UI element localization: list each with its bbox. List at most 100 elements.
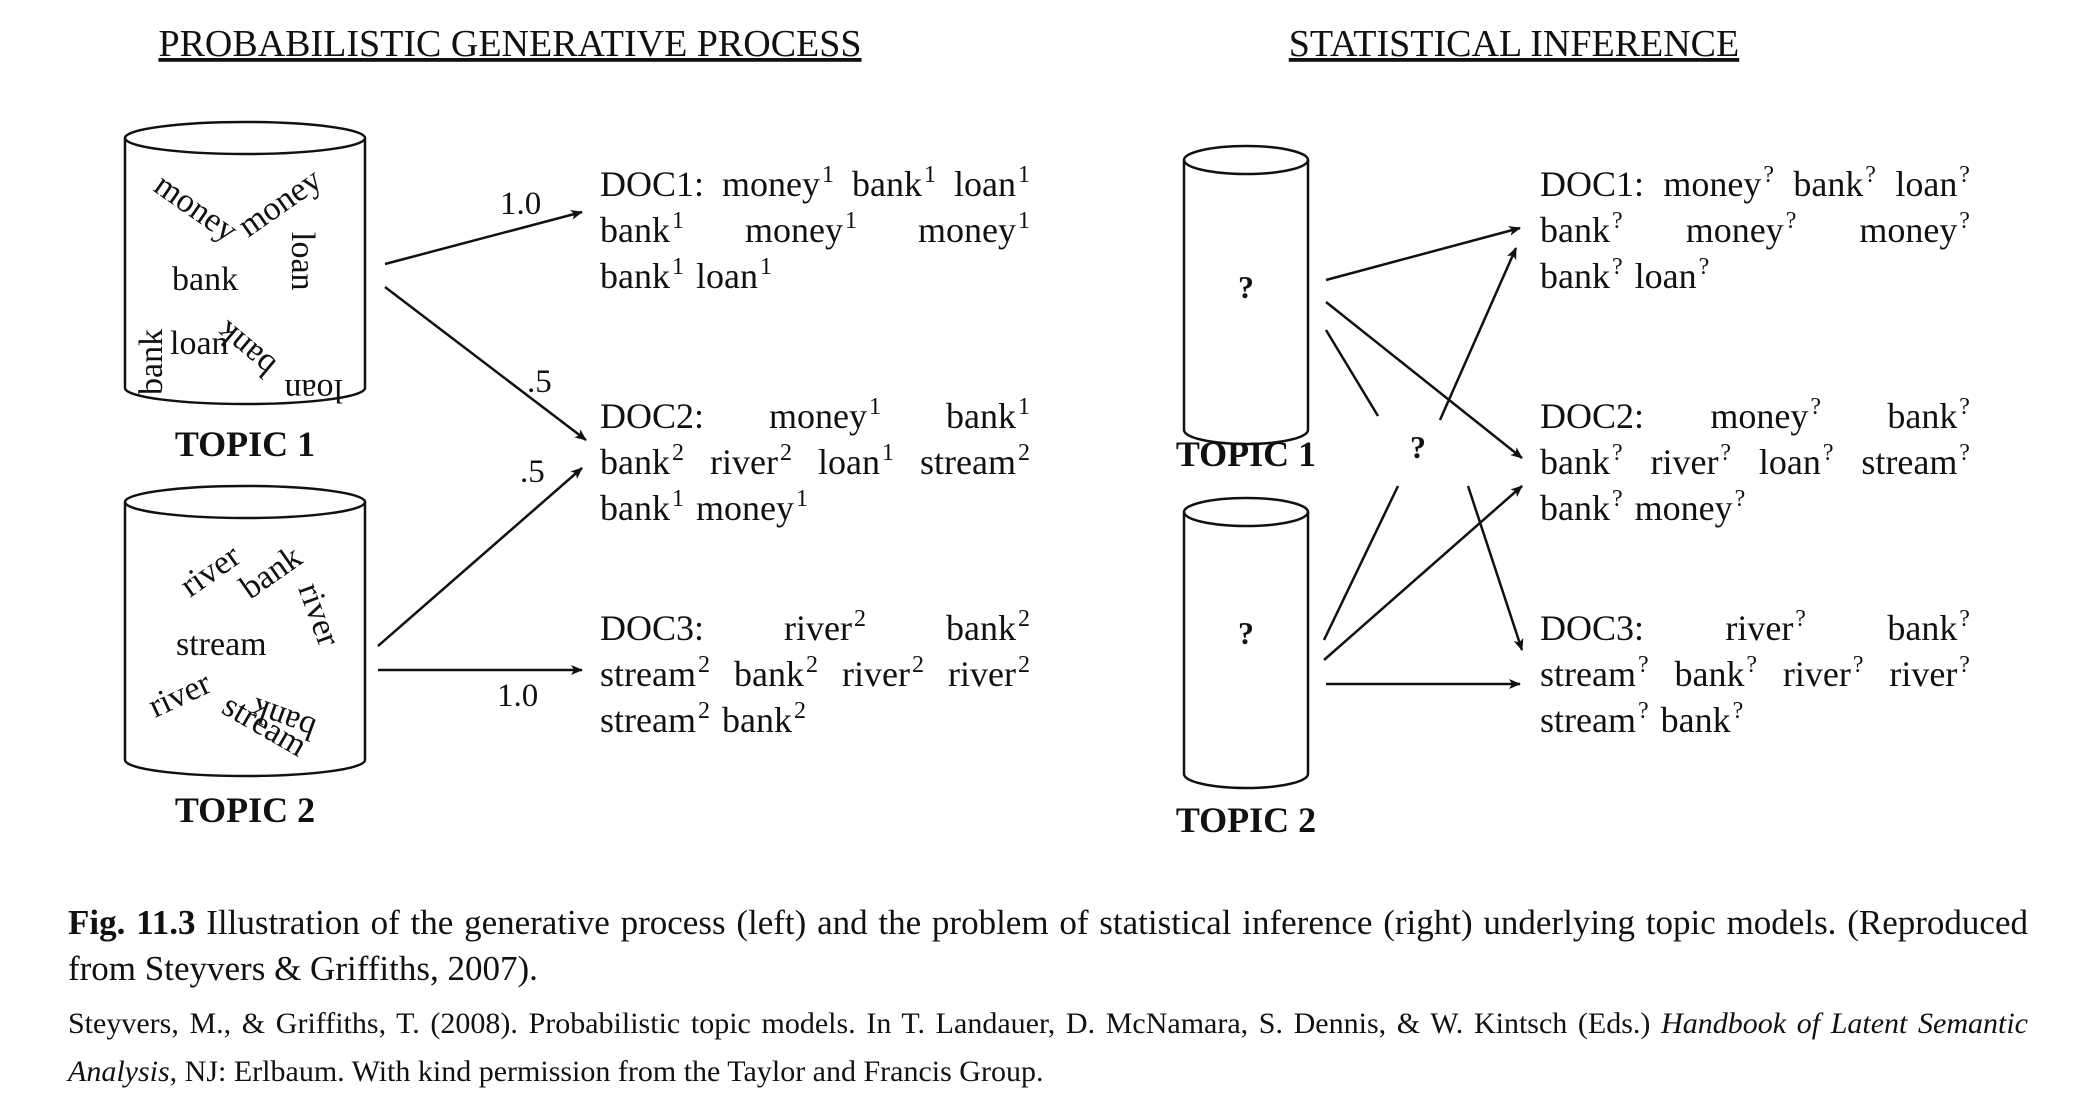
doc-token: bank <box>1661 700 1731 740</box>
topic-assignment: 2 <box>780 440 792 466</box>
doc-token: bank <box>1540 442 1610 482</box>
arrow-t2-mix-line <box>1322 485 1400 641</box>
doc-token: river <box>1651 442 1719 482</box>
topic-assignment: 2 <box>1018 440 1030 466</box>
topic-assignment: 2 <box>1018 606 1030 632</box>
topic-assignment: 1 <box>845 208 857 234</box>
doc-token: loan <box>1759 442 1821 482</box>
weight-topic1-doc1: 1.0 <box>500 186 541 222</box>
caption-text: Illustration of the generative process (… <box>68 903 2028 988</box>
topic2-label: TOPIC 2 <box>175 790 315 830</box>
unknown-assignment: ? <box>1612 208 1623 234</box>
credit-book-title: Handbook of Latent Semantic Analysis <box>68 1007 2028 1088</box>
arrow-t1-mix-line <box>1324 329 1380 417</box>
weight-topic2-doc3: 1.0 <box>497 678 538 714</box>
unknown-assignment: ? <box>1720 440 1731 466</box>
doc-token: bank <box>600 210 670 250</box>
topic2-word: river <box>173 537 247 605</box>
topic-assignment: 1 <box>672 486 684 512</box>
unknown-assignment: ? <box>1746 652 1757 678</box>
doc-token: stream <box>600 700 696 740</box>
unknown-assignment: ? <box>1612 440 1623 466</box>
topic2-unknown-cylinder <box>1182 496 1310 790</box>
unknown-assignment: ? <box>1959 440 1970 466</box>
unknown-assignment: ? <box>1786 208 1797 234</box>
doc-token: loan <box>1895 164 1957 204</box>
doc-token: bank <box>1675 654 1745 694</box>
arrow-t1-doc2 <box>1325 301 1523 459</box>
unknown-assignment: ? <box>1699 254 1710 280</box>
inference-topic1-label: TOPIC 1 <box>1176 434 1316 474</box>
unknown-assignment: ? <box>1733 698 1744 724</box>
topic-assignment: 2 <box>806 652 818 678</box>
topic-assignment: 1 <box>882 440 894 466</box>
doc-token: bank <box>1793 164 1863 204</box>
doc-token: money <box>1635 488 1733 528</box>
unknown-assignment: ? <box>1959 162 1970 188</box>
unknown-assignment: ? <box>1612 254 1623 280</box>
topic1-word: loan <box>170 325 229 362</box>
unknown-assignment: ? <box>1823 440 1834 466</box>
doc-token: river <box>1889 654 1957 694</box>
topic1-word: loan <box>284 232 321 291</box>
doc-token: river <box>842 654 910 694</box>
unknown-assignment: ? <box>1959 606 1970 632</box>
doc-id: DOC1: <box>1540 164 1644 204</box>
doc-token: stream <box>920 442 1016 482</box>
topic-assignment: 2 <box>698 652 710 678</box>
topic-assignment: 1 <box>1018 162 1030 188</box>
topic-assignment: 1 <box>1018 394 1030 420</box>
doc-token: money <box>1859 210 1957 250</box>
topic1-label: TOPIC 1 <box>175 424 315 464</box>
doc-token: money <box>1710 396 1808 436</box>
doc-token: bank <box>600 488 670 528</box>
topic-assignment: 1 <box>924 162 936 188</box>
topic-assignment: 1 <box>672 254 684 280</box>
arrow-mix-doc3 <box>1466 485 1524 651</box>
topic-assignment: 1 <box>869 394 881 420</box>
doc-token: river <box>948 654 1016 694</box>
doc-id: DOC3: <box>1540 608 1644 648</box>
arrow-topic2-doc2 <box>377 467 583 647</box>
doc-token: money <box>722 164 820 204</box>
topic2-word: stream <box>176 626 267 663</box>
topic-assignment: 2 <box>698 698 710 724</box>
topic-assignment: 1 <box>672 208 684 234</box>
unknown-assignment: ? <box>1853 652 1864 678</box>
inference-documents: DOC1:money?bank?loan?bank?money?money?ba… <box>1540 162 1970 740</box>
topic-assignment: 1 <box>760 254 772 280</box>
topic2-word: river <box>290 578 347 652</box>
unknown-assignment: ? <box>1959 652 1970 678</box>
doc-id: DOC2: <box>1540 396 1644 436</box>
doc-token: bank <box>946 608 1016 648</box>
arrow-topic1-doc1 <box>384 209 583 266</box>
credit-text: Steyvers, M., & Griffiths, T. (2008). Pr… <box>68 1007 1662 1040</box>
doc-token: bank <box>852 164 922 204</box>
doc-token: loan <box>954 164 1016 204</box>
unknown-assignment: ? <box>1638 698 1649 724</box>
topic1-word: bank <box>172 261 238 298</box>
unknown-assignment: ? <box>1810 394 1821 420</box>
doc-token: bank <box>946 396 1016 436</box>
doc-token: bank <box>1540 488 1610 528</box>
mixing-unknown-marker: ? <box>1410 429 1426 465</box>
topic1-word: money <box>147 166 244 249</box>
doc-id: DOC3: <box>600 608 704 648</box>
unknown-assignment: ? <box>1959 394 1970 420</box>
doc-token: loan <box>696 256 758 296</box>
topic1-unknown-marker: ? <box>1238 269 1254 305</box>
unknown-assignment: ? <box>1795 606 1806 632</box>
arrow-topic1-doc2 <box>384 286 587 441</box>
doc-token: money <box>745 210 843 250</box>
doc-token: stream <box>1540 700 1636 740</box>
topic-assignment: 1 <box>1018 208 1030 234</box>
topic2-cylinder <box>123 484 367 778</box>
topic-assignment: 2 <box>672 440 684 466</box>
topic2-words: river bank river stream river bank strea… <box>143 537 348 764</box>
unknown-assignment: ? <box>1763 162 1774 188</box>
topic-assignment: 2 <box>794 698 806 724</box>
topic2-word: river <box>143 664 217 725</box>
credit-text-end: , NJ: Erlbaum. With kind permission from… <box>169 1055 1044 1088</box>
doc-token: money <box>696 488 794 528</box>
doc-token: river <box>1783 654 1851 694</box>
